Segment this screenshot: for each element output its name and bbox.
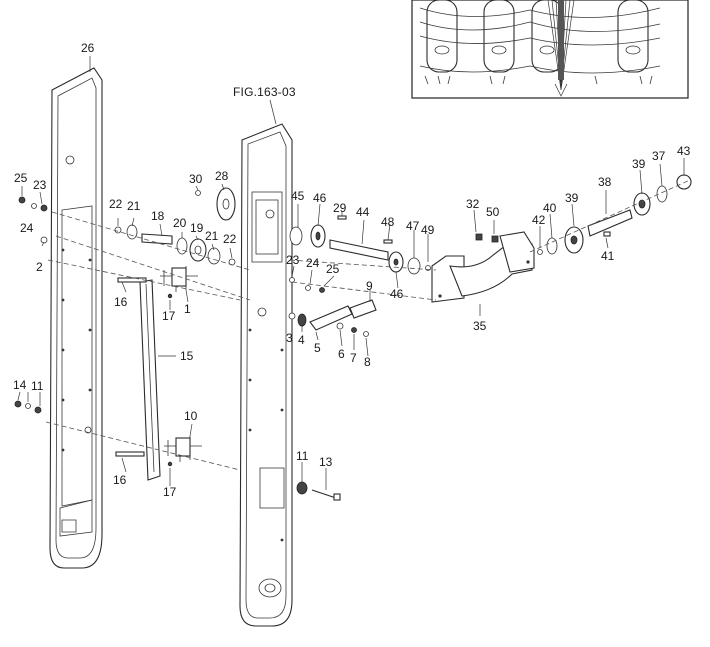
callout-9: 9 — [366, 279, 373, 293]
callout-8: 8 — [364, 355, 371, 369]
callout-50: 50 — [486, 205, 500, 219]
callout-1: 1 — [184, 302, 191, 316]
callout-21: 21 — [127, 199, 141, 213]
callout-17b: 17 — [163, 485, 177, 499]
shaft-assembly-right — [475, 174, 692, 255]
callout-25: 25 — [14, 171, 28, 185]
pipe-elbow-35 — [431, 231, 535, 303]
callout-40: 40 — [543, 201, 557, 215]
callout-37: 37 — [652, 149, 666, 163]
callout-23b: 23 — [286, 253, 300, 267]
bracket-10 — [164, 436, 202, 467]
callout-7: 7 — [350, 351, 357, 365]
callout-24b: 24 — [306, 256, 320, 270]
callout-41: 41 — [601, 249, 615, 263]
callout-45: 45 — [291, 189, 305, 203]
callout-22: 22 — [109, 197, 123, 211]
callout-3: 3 — [286, 331, 293, 345]
shaft-assembly-left — [114, 187, 236, 266]
part-callouts: 26 25 23 24 2 22 21 18 20 19 21 22 30 28… — [13, 41, 691, 499]
linkage-3-9 — [288, 299, 377, 337]
assembly-guide-lines — [45, 179, 691, 471]
callout-20: 20 — [173, 216, 187, 230]
callout-39b: 39 — [632, 157, 646, 171]
bolt-13 — [296, 481, 341, 501]
callout-18: 18 — [151, 209, 165, 223]
center-housing — [239, 123, 293, 627]
callout-16: 16 — [114, 295, 128, 309]
callout-46b: 46 — [390, 287, 404, 301]
callout-29: 29 — [333, 201, 347, 215]
callout-15: 15 — [180, 349, 194, 363]
callout-22b: 22 — [223, 232, 237, 246]
callout-23: 23 — [33, 178, 47, 192]
bracket-1 — [160, 266, 198, 299]
rail-15 — [115, 277, 161, 481]
callout-32: 32 — [466, 197, 480, 211]
callout-19: 19 — [190, 221, 204, 235]
callout-30: 30 — [189, 172, 203, 186]
callout-6: 6 — [338, 347, 345, 361]
callout-35: 35 — [473, 319, 487, 333]
callout-39: 39 — [565, 191, 579, 205]
leader-lines — [17, 56, 685, 490]
small-hardware — [14, 196, 48, 414]
callout-13: 13 — [319, 455, 333, 469]
inset-detail-view — [411, 0, 689, 99]
callout-11b: 11 — [296, 449, 309, 463]
callout-44: 44 — [356, 205, 370, 219]
figure-reference: FIG.163-03 — [233, 85, 296, 99]
callout-14: 14 — [13, 378, 27, 392]
callout-21b: 21 — [205, 229, 219, 243]
callout-5: 5 — [314, 341, 321, 355]
callout-49: 49 — [421, 223, 435, 237]
callout-25c: 25 — [326, 262, 340, 276]
callout-48: 48 — [381, 215, 395, 229]
callout-46: 46 — [313, 191, 327, 205]
shaft-assembly-center — [289, 215, 431, 293]
callout-38: 38 — [598, 175, 612, 189]
callout-47: 47 — [406, 219, 420, 233]
callout-42: 42 — [532, 213, 546, 227]
callout-43: 43 — [677, 144, 691, 158]
housing-cover-26 — [40, 67, 103, 569]
callout-16b: 16 — [113, 473, 127, 487]
callout-24: 24 — [20, 221, 34, 235]
callout-17: 17 — [162, 309, 176, 323]
callout-26: 26 — [81, 41, 95, 55]
callout-28: 28 — [215, 169, 229, 183]
callout-4: 4 — [298, 333, 305, 347]
callout-10: 10 — [184, 409, 198, 423]
callout-11: 11 — [31, 379, 44, 393]
callout-2: 2 — [36, 260, 43, 274]
